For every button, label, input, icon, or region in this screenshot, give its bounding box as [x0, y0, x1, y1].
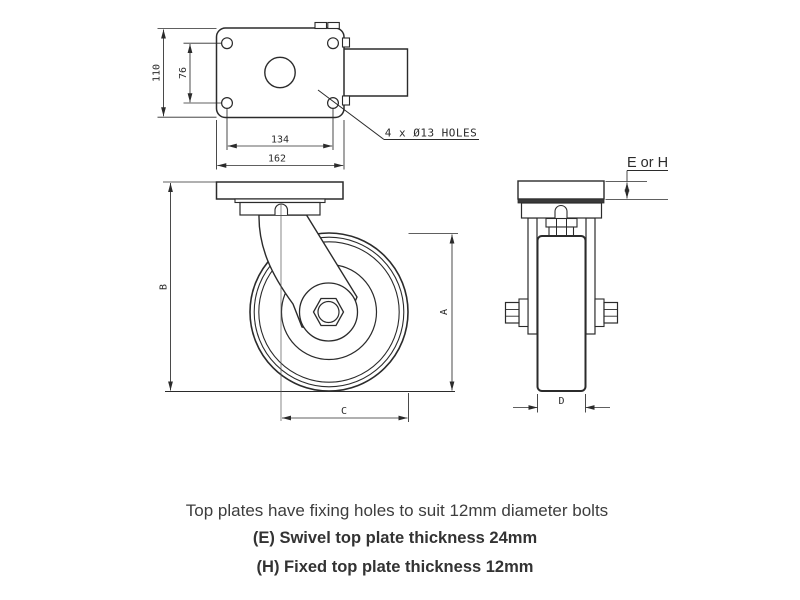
wheel-front [536, 235, 587, 392]
axle-washer [594, 298, 605, 328]
note-swivel-thickness: (E) Swivel top plate thickness 24mm [252, 529, 538, 547]
plate-tab [314, 21, 328, 30]
top-plate-plan-view: 4 x Ø13 HOLES 110 76 134 162 [152, 21, 479, 170]
plate-bottom-pad [517, 198, 605, 204]
side-top-plate [215, 181, 344, 200]
dim-label-a: A [439, 309, 450, 315]
fixing-hole [221, 96, 234, 109]
note-fixed-thickness: (H) Fixed top plate thickness 12mm [256, 558, 534, 576]
front-top-plate [517, 180, 605, 200]
wheel-plan-outline [344, 48, 409, 97]
kingpin-nut-upper [545, 217, 578, 228]
axle-bore [317, 300, 340, 324]
dim-label-d: D [558, 396, 564, 407]
dim-label-76: 76 [178, 67, 189, 79]
dim-label-e-or-h: E or H [627, 155, 668, 171]
wheel-tyre-outer [249, 232, 409, 392]
wheel-tyre-mid [253, 236, 405, 388]
plate-clip [341, 95, 351, 106]
wheel-rim [258, 241, 400, 383]
dim-label-134: 134 [271, 135, 289, 146]
plate-clip [341, 37, 351, 48]
top-plate [215, 27, 345, 119]
dim-label-110: 110 [152, 64, 163, 82]
holes-note-label: 4 x Ø13 HOLES [385, 127, 478, 140]
axle-washer [518, 298, 529, 328]
fixed-caster-front-view: E or H D [504, 155, 668, 413]
dim-label-c: C [341, 406, 347, 417]
fixing-hole [327, 37, 340, 50]
fork-leg [527, 217, 538, 335]
kingpin-nut-lower [548, 226, 575, 237]
axle-nut [603, 301, 619, 324]
fixing-hole [327, 96, 340, 109]
swivel-caster-side-view: B A C [159, 181, 458, 422]
dim-label-b: B [159, 284, 170, 290]
fork-leg [585, 217, 596, 335]
dim-label-162: 162 [268, 154, 286, 165]
front-kingpin-dome [554, 204, 568, 218]
kingpin-bore [264, 56, 296, 89]
fixing-hole [221, 37, 234, 50]
plate-tab [327, 21, 340, 30]
axle-nut [504, 301, 520, 324]
note-bolt-size: Top plates have fixing holes to suit 12m… [185, 501, 609, 520]
leader-line [317, 89, 385, 140]
